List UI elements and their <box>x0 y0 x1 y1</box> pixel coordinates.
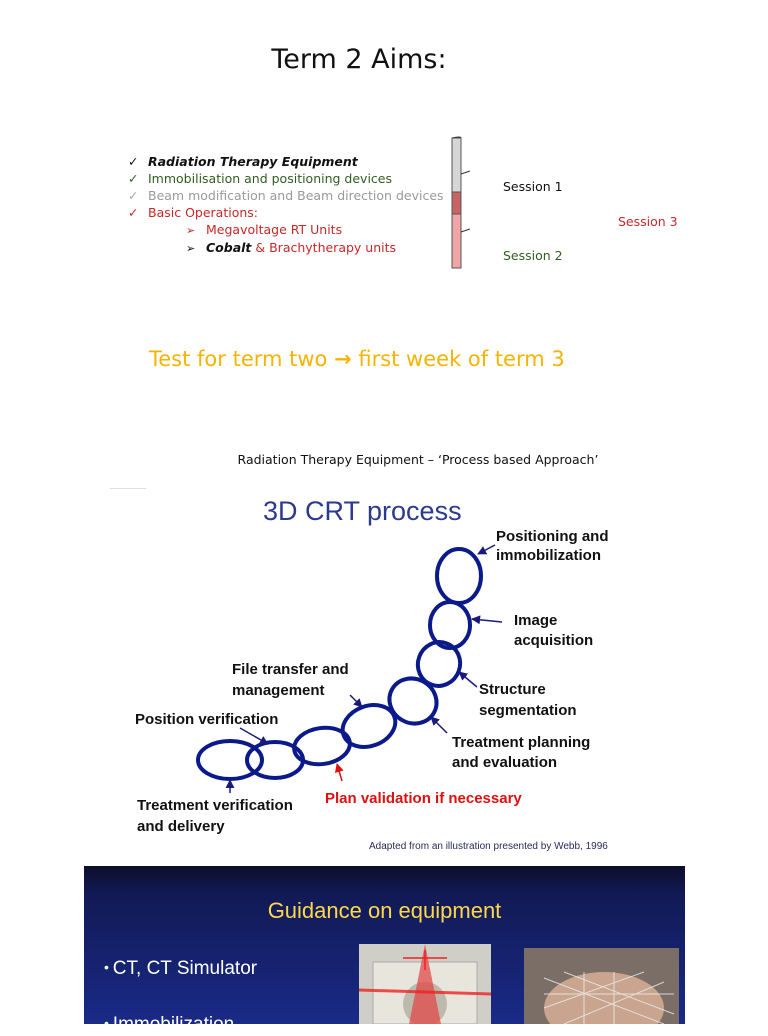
bullet-immobilization: • Immobilization <box>104 1014 235 1035</box>
label-treatment-verification-line1: Treatment verification <box>137 797 293 814</box>
aim-item-immobilisation: ✓Immobilisation and positioning devices <box>128 171 393 186</box>
aim-subitem-cobalt: ➢Cobalt & Brachytherapy units <box>186 240 397 255</box>
test-announcement: Test for term two → first week of term 3 <box>149 347 565 371</box>
label-treatment-verification-line2: and delivery <box>137 818 225 835</box>
label-image-line2: acquisition <box>514 632 593 649</box>
label-planning-line1: Treatment planning <box>452 734 590 751</box>
chain-link-planning <box>387 676 439 726</box>
session-1-segment <box>451 137 462 193</box>
session-2-segment <box>451 213 462 269</box>
label-file-transfer-line2: management <box>232 682 325 699</box>
arrow-right-icon: → <box>334 347 352 371</box>
aim-item-radiation-equipment: ✓Radiation Therapy Equipment <box>128 154 358 169</box>
aims-list: ✓Radiation Therapy Equipment ✓Immobilisa… <box>128 153 444 257</box>
session-2-label: Session 2 <box>503 248 563 263</box>
check-icon: ✓ <box>128 188 139 203</box>
arrow-bullet-icon: ➢ <box>186 242 196 255</box>
label-planning-line2: and evaluation <box>452 754 557 771</box>
bullet-dot-icon: • <box>104 959 113 975</box>
crt-process-diagram: 3D CRT process Positioning and immobiliz… <box>135 496 609 852</box>
chain-link-positioning <box>435 547 483 605</box>
check-icon: ✓ <box>128 154 139 169</box>
label-positioning-line1: Positioning and <box>496 528 609 545</box>
immobilization-mask-image <box>524 948 679 1024</box>
session-bracket <box>451 136 471 269</box>
chain-link-image <box>428 600 472 650</box>
aim-subitem-megavoltage: ➢Megavoltage RT Units <box>186 222 343 237</box>
diagram-credit: Adapted from an illustration presented b… <box>369 841 608 852</box>
session-3-label: Session 3 <box>618 214 678 229</box>
chain-link-treatment <box>196 739 264 781</box>
bullet-ct-simulator: • CT, CT Simulator <box>104 958 258 979</box>
aim-item-beam-modification: ✓Beam modification and Beam direction de… <box>128 188 444 203</box>
guidance-slide: Guidance on equipment • CT, CT Simulator… <box>84 866 685 1035</box>
ct-simulator-image <box>359 944 491 1024</box>
diagram-heading: 3D CRT process <box>263 496 462 526</box>
label-structure-line2: segmentation <box>479 702 577 719</box>
label-image-line1: Image <box>514 612 557 629</box>
label-file-transfer-line1: File transfer and <box>232 661 349 678</box>
label-plan-validation: Plan validation if necessary <box>325 790 522 807</box>
label-position-verification: Position verification <box>135 711 278 728</box>
label-positioning-line2: immobilization <box>496 547 601 564</box>
chain-link-plan-validation <box>292 725 352 767</box>
arrow-bullet-icon: ➢ <box>186 224 196 237</box>
page-title: Term 2 Aims: <box>271 44 447 75</box>
divider <box>110 488 146 489</box>
guidance-title: Guidance on equipment <box>267 898 502 923</box>
aim-item-basic-operations: ✓Basic Operations: <box>128 205 258 220</box>
overlap-segment <box>451 191 462 215</box>
chain-link-structure <box>415 640 463 688</box>
chain-link-position-verification <box>245 740 305 780</box>
check-icon: ✓ <box>128 171 139 186</box>
diagram-subtitle: Radiation Therapy Equipment – ‘Process b… <box>237 452 599 467</box>
bullet-dot-icon: • <box>104 1015 113 1031</box>
check-icon: ✓ <box>128 205 139 220</box>
session-1-label: Session 1 <box>503 179 563 194</box>
label-structure-line1: Structure <box>479 681 546 698</box>
